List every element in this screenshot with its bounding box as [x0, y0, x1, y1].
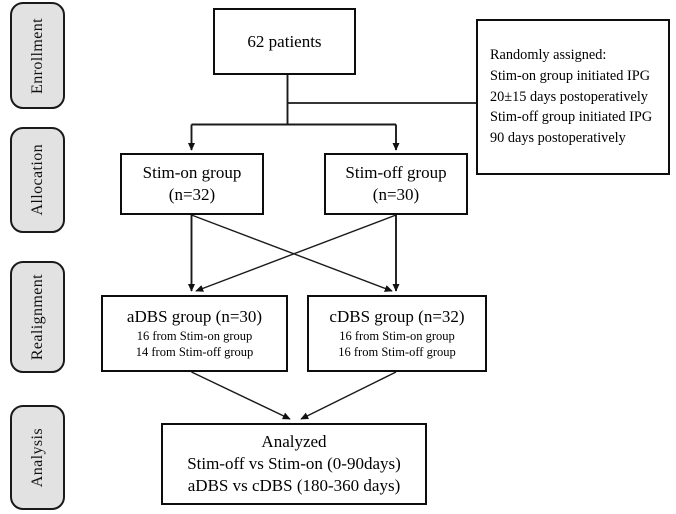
adbs-source-line-1: 16 from Stim-on group: [136, 328, 253, 343]
adbs-group-title: aDBS group (n=30): [126, 306, 263, 326]
randomization-note-line-1: Randomly assigned:: [490, 46, 607, 63]
analyzed-heading: Analyzed: [261, 432, 327, 452]
box-cdbs-group: cDBS group (n=32) 16 from Stim-on group …: [307, 295, 487, 372]
box-analyzed: Analyzed Stim-off vs Stim-on (0-90days) …: [161, 423, 427, 505]
stim-on-group-count: (n=32): [168, 185, 216, 204]
randomization-note-line-2: Stim-on group initiated IPG: [490, 67, 651, 84]
total-patients-text: 62 patients: [247, 31, 322, 51]
stim-off-group-name: Stim-off group: [345, 163, 447, 183]
stage-label-enrollment: Enrollment: [28, 17, 46, 94]
box-randomization-note: Randomly assigned: Stim-on group initiat…: [476, 19, 670, 175]
stage-pill-analysis: Analysis: [10, 405, 65, 510]
box-stim-off-group: Stim-off group (n=30): [324, 153, 468, 215]
adbs-source-line-2: 14 from Stim-off group: [135, 345, 254, 360]
analyzed-line-1: Stim-off vs Stim-on (0-90days): [187, 454, 401, 474]
stage-label-realignment: Realignment: [28, 273, 46, 361]
cdbs-source-line-1: 16 from Stim-on group: [339, 328, 455, 343]
stage-label-analysis: Analysis: [28, 427, 46, 488]
randomization-note-line-5: 90 days postoperatively: [490, 130, 626, 147]
stage-pill-realignment: Realignment: [10, 261, 65, 373]
box-stim-on-group: Stim-on group (n=32): [120, 153, 264, 215]
randomization-note-line-4: Stim-off group initiated IPG: [490, 109, 653, 126]
box-adbs-group: aDBS group (n=30) 16 from Stim-on group …: [101, 295, 288, 372]
cdbs-group-title: cDBS group (n=32): [329, 306, 465, 326]
analyzed-line-2: aDBS vs cDBS (180-360 days): [187, 475, 401, 495]
stim-off-group-count: (n=30): [372, 185, 420, 204]
stage-pill-enrollment: Enrollment: [10, 2, 65, 109]
stage-label-allocation: Allocation: [28, 144, 46, 216]
randomization-note-line-3: 20±15 days postoperatively: [490, 88, 648, 105]
box-total-patients: 62 patients: [213, 8, 356, 75]
cdbs-source-line-2: 16 from Stim-off group: [338, 345, 456, 360]
stim-on-group-name: Stim-on group: [142, 163, 242, 183]
stage-pill-allocation: Allocation: [10, 127, 65, 233]
